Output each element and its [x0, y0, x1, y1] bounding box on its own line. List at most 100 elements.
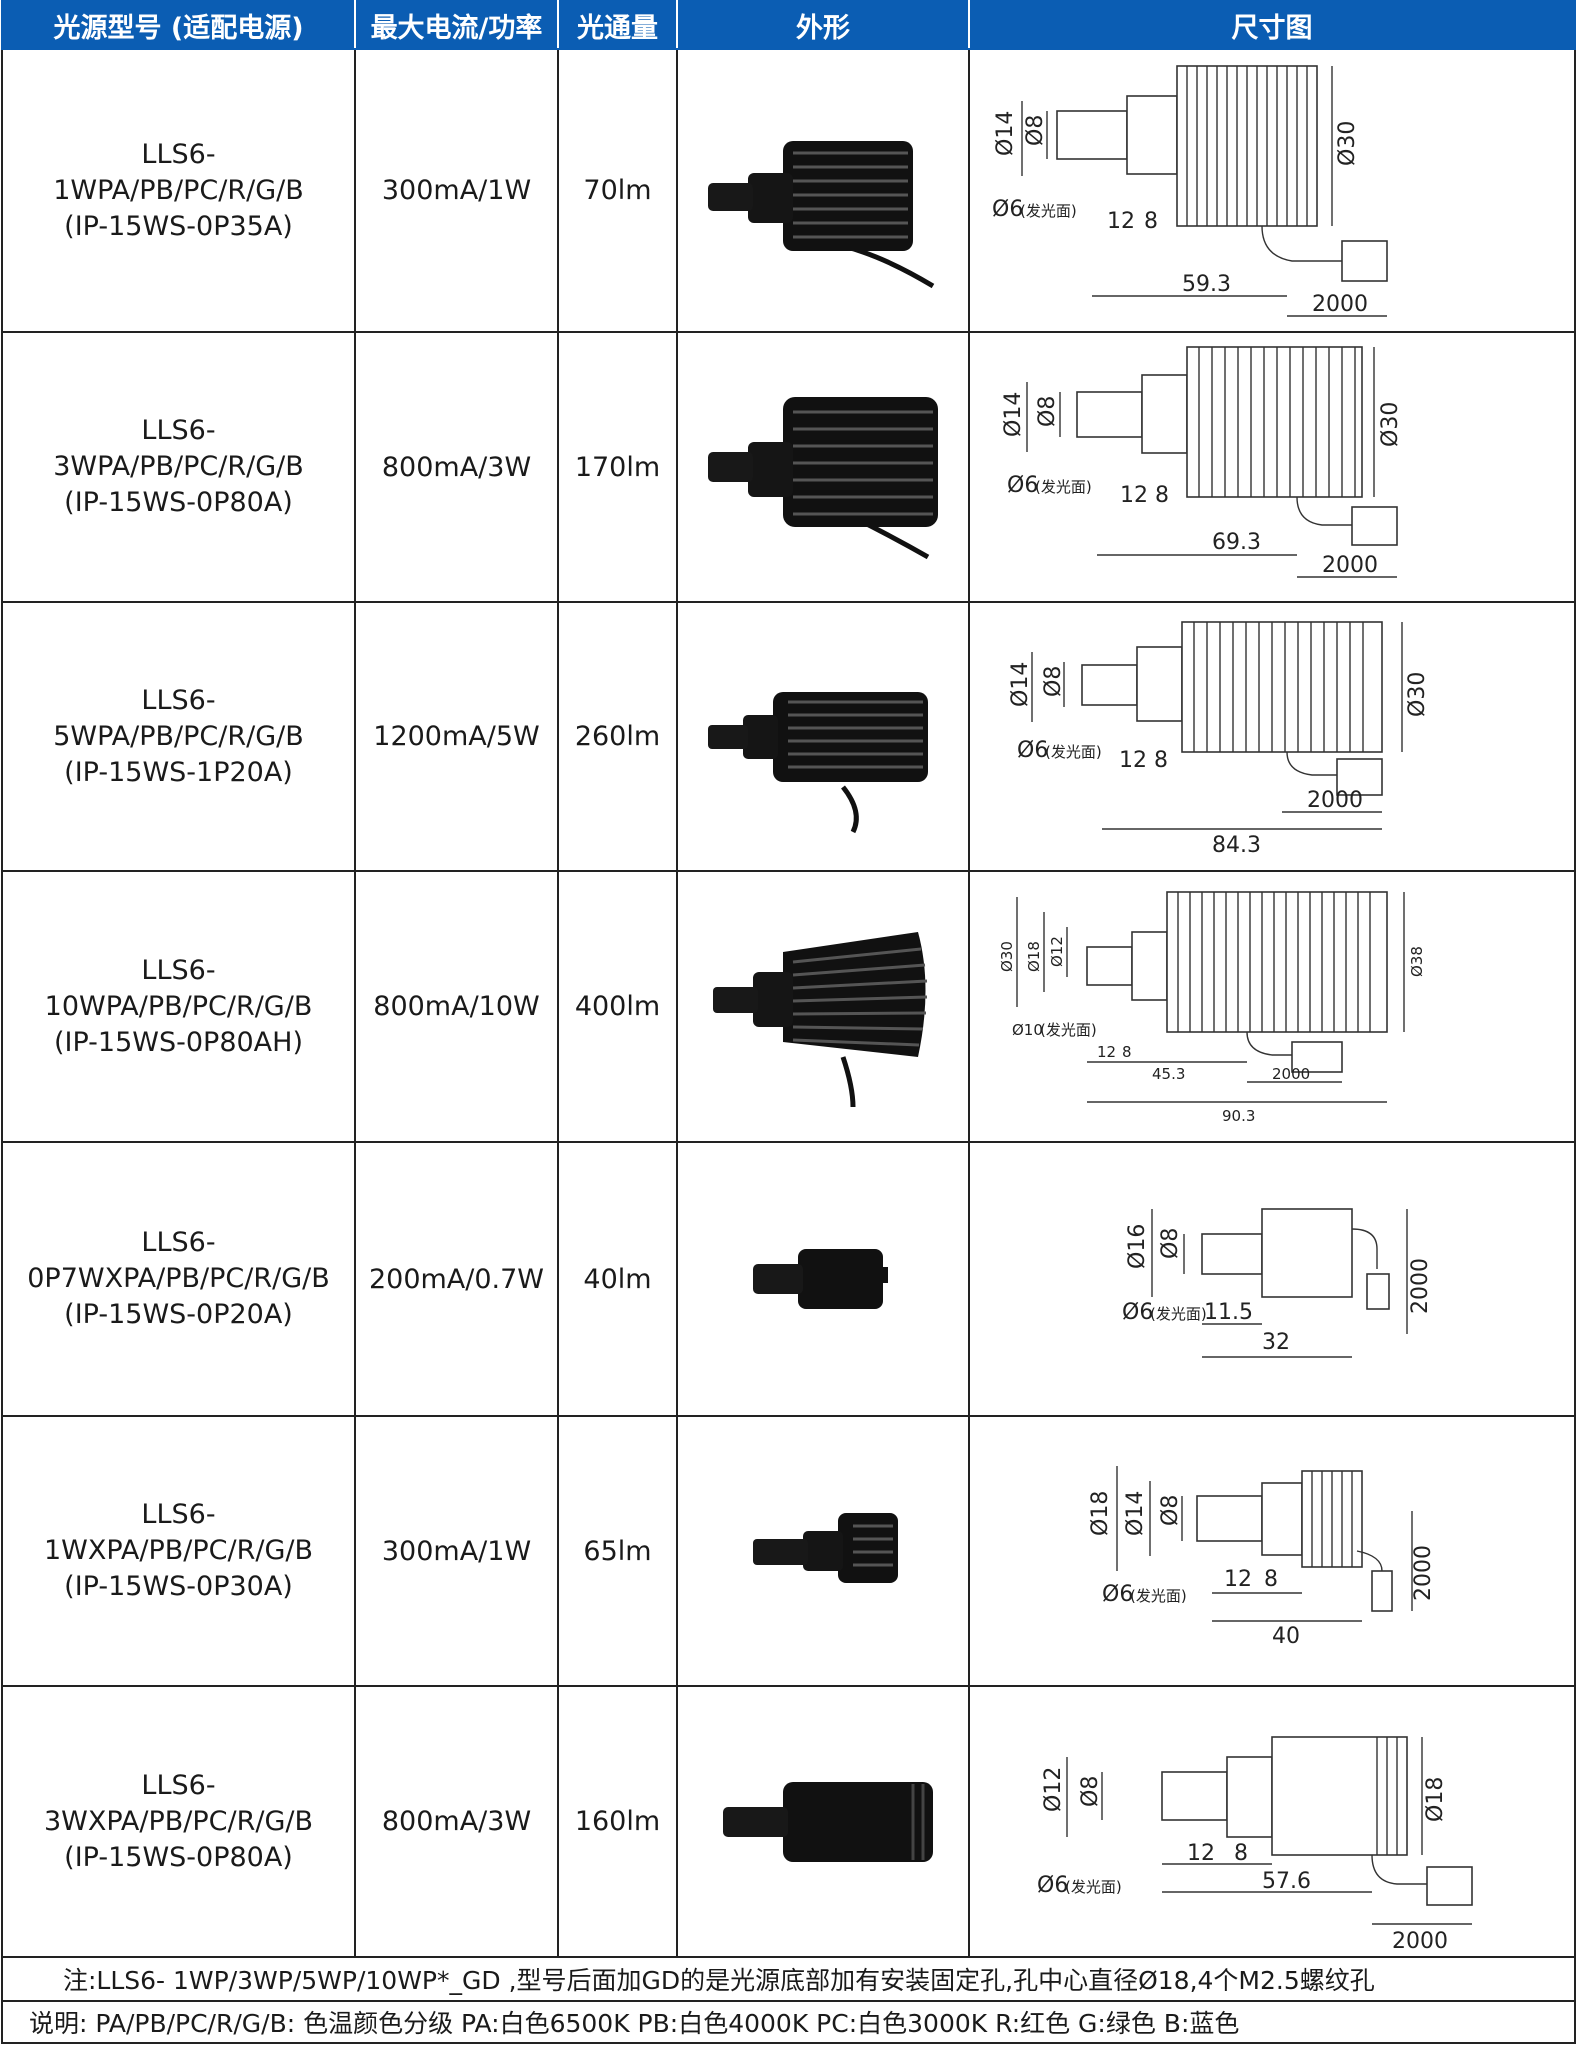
- dimension-svg: Ø30 Ø18 Ø12 Ø38 Ø10 (发光面) 12 8 45.3 2000…: [998, 890, 1426, 1125]
- dim-face-note: (发光面): [1065, 1878, 1122, 1896]
- dim-b: 8: [1234, 1841, 1248, 1866]
- dim-face: Ø10: [1012, 1021, 1043, 1039]
- product-photo: [676, 1141, 970, 1417]
- table-row: LLS6- 3WXPA/PB/PC/R/G/B (IP-15WS-0P80A) …: [1, 1685, 1576, 1958]
- power-cell: 1200mA/5W: [354, 601, 559, 872]
- dim-d2: Ø8: [1158, 1495, 1183, 1526]
- dim-d2: Ø8: [1078, 1775, 1103, 1806]
- dim-cable: 2000: [1312, 292, 1368, 317]
- lamp-photo: [708, 691, 928, 833]
- dimension-drawing: Ø14 Ø8 Ø30 Ø6 (发光面) 12 8 2000 84.3: [968, 601, 1576, 872]
- model-cell: LLS6- 1WPA/PB/PC/R/G/B (IP-15WS-0P35A): [1, 48, 356, 333]
- model-variants: 3WXPA/PB/PC/R/G/B: [43, 1805, 314, 1837]
- dim-d3: Ø30: [1378, 402, 1403, 447]
- model-variants: 3WPA/PB/PC/R/G/B: [53, 451, 304, 482]
- dimension-svg: Ø16 Ø8 2000 Ø6 (发光面) 11.5 32: [1122, 1208, 1433, 1358]
- dim-length: 40: [1272, 1624, 1300, 1649]
- dim-face-note: (发光面): [1045, 743, 1102, 761]
- dimension-svg: Ø14 Ø8 Ø30 Ø6 (发光面) 12 8 69.3 2000: [1001, 346, 1403, 578]
- dimension-svg: Ø18 Ø14 Ø8 2000 Ø6 (发光面) 12 8 40: [1088, 1466, 1436, 1649]
- dim-face-note: (发光面): [1035, 478, 1092, 496]
- dim-d1: Ø12: [1041, 1766, 1066, 1811]
- model-cell: LLS6- 3WPA/PB/PC/R/G/B (IP-15WS-0P80A): [1, 331, 356, 603]
- dim-face: Ø6: [1007, 473, 1038, 498]
- model-variants: 5WPA/PB/PC/R/G/B: [53, 720, 304, 752]
- lamp-photo: [708, 397, 938, 560]
- color-legend: 说明: PA/PB/PC/R/G/B: 色温颜色分级 PA:白色6500K PB…: [1, 2000, 1576, 2044]
- dim-length: 84.3: [1212, 833, 1261, 858]
- dim-face: Ø6: [1037, 1873, 1068, 1898]
- dim-a: 11.5: [1204, 1300, 1253, 1325]
- model-cell: LLS6- 0P7WXPA/PB/PC/R/G/B (IP-15WS-0P20A…: [1, 1141, 356, 1417]
- dimension-drawing: Ø12 Ø8 Ø18 Ø6 (发光面) 12 8 57.6 2000: [968, 1685, 1576, 1958]
- dim-face-note: (发光面): [1040, 1021, 1097, 1039]
- dim-cable: 2000: [1408, 1258, 1433, 1314]
- dimension-svg: Ø12 Ø8 Ø18 Ø6 (发光面) 12 8 57.6 2000: [1037, 1735, 1473, 1952]
- model-driver: (IP-15WS-0P80A): [64, 1841, 293, 1873]
- model-prefix: LLS6-: [141, 415, 216, 446]
- dim-face-note: (发光面): [1150, 1305, 1207, 1323]
- dim-cable: 2000: [1322, 553, 1378, 578]
- dimension-svg: Ø14 Ø8 Ø30 Ø6 (发光面) 12 8 2000 84.3: [1008, 620, 1430, 858]
- note-row: 注:LLS6- 1WP/3WP/5WP/10WP*_GD ,型号后面加GD的是光…: [1, 1956, 1576, 2002]
- flux-cell: 70lm: [557, 48, 678, 333]
- product-photo: [676, 48, 970, 333]
- model-cell: LLS6- 3WXPA/PB/PC/R/G/B (IP-15WS-0P80A): [1, 1685, 356, 1958]
- model-driver: (IP-15WS-0P80AH): [54, 1026, 303, 1058]
- flux-cell: 65lm: [557, 1415, 678, 1687]
- product-photo: [676, 331, 970, 603]
- dim-mid: 45.3: [1152, 1065, 1185, 1083]
- model-variants: 0P7WXPA/PB/PC/R/G/B: [27, 1263, 330, 1294]
- model-driver: (IP-15WS-1P20A): [64, 756, 293, 788]
- dim-face-note: (发光面): [1130, 1587, 1187, 1605]
- model-driver: (IP-15WS-0P80A): [64, 487, 293, 518]
- model-cell: LLS6- 5WPA/PB/PC/R/G/B (IP-15WS-1P20A): [1, 601, 356, 872]
- dim-b: 8: [1154, 748, 1168, 773]
- lamp-photo: [723, 1781, 933, 1862]
- dim-a: 12: [1120, 483, 1148, 508]
- dim-d1: Ø14: [1001, 392, 1026, 437]
- model-cell: LLS6- 1WXPA/PB/PC/R/G/B (IP-15WS-0P30A): [1, 1415, 356, 1687]
- model-driver: (IP-15WS-0P35A): [64, 210, 293, 242]
- lamp-photo: [708, 140, 935, 288]
- header-shape: 外形: [676, 0, 970, 50]
- dim-face: Ø6: [1017, 738, 1048, 763]
- header-row: 光源型号 (适配电源) 最大电流/功率 光通量 外形 尺寸图: [1, 0, 1576, 50]
- dim-length: 32: [1262, 1330, 1290, 1355]
- dim-d0: Ø18: [1088, 1491, 1113, 1536]
- power-cell: 300mA/1W: [354, 1415, 559, 1687]
- dim-d2: Ø12: [1048, 936, 1066, 967]
- model-variants: 10WPA/PB/PC/R/G/B: [44, 990, 313, 1022]
- flux-cell: 170lm: [557, 331, 678, 603]
- dim-cable: 2000: [1411, 1545, 1436, 1601]
- dim-a: 12: [1119, 748, 1147, 773]
- dim-cable: 2000: [1307, 788, 1363, 813]
- dimension-svg: Ø14 Ø8 Ø30 Ø6 (发光面) 12 8 59.3 2000: [992, 64, 1388, 317]
- dimension-drawing: Ø30 Ø18 Ø12 Ø38 Ø10 (发光面) 12 8 45.3 2000…: [968, 870, 1576, 1143]
- table-row: LLS6- 0P7WXPA/PB/PC/R/G/B (IP-15WS-0P20A…: [1, 1141, 1576, 1417]
- flux-cell: 160lm: [557, 1685, 678, 1958]
- header-flux: 光通量: [557, 0, 678, 50]
- flux-cell: 40lm: [557, 1141, 678, 1417]
- model-variants: 1WXPA/PB/PC/R/G/B: [43, 1535, 314, 1566]
- dim-b: 8: [1122, 1043, 1132, 1061]
- dim-face-note: (发光面): [1020, 202, 1077, 220]
- lamp-photo: [753, 1513, 898, 1583]
- header-dimensions: 尺寸图: [968, 0, 1576, 50]
- product-photo: [676, 601, 970, 872]
- dim-d2: Ø8: [1035, 396, 1060, 427]
- dim-d1: Ø16: [1125, 1224, 1150, 1269]
- dim-length: 57.6: [1262, 1869, 1311, 1894]
- model-prefix: LLS6-: [141, 1499, 216, 1530]
- dim-d3: Ø30: [1335, 120, 1360, 165]
- model-driver: (IP-15WS-0P20A): [64, 1299, 293, 1330]
- dim-b: 8: [1144, 209, 1158, 234]
- dim-cable: 2000: [1272, 1065, 1310, 1083]
- model-prefix: LLS6-: [141, 684, 216, 716]
- lamp-photo: [713, 931, 928, 1107]
- header-model: 光源型号 (适配电源): [1, 0, 356, 50]
- model-driver: (IP-15WS-0P30A): [64, 1571, 293, 1602]
- dim-d3: Ø38: [1408, 946, 1426, 977]
- model-prefix: LLS6-: [141, 138, 216, 170]
